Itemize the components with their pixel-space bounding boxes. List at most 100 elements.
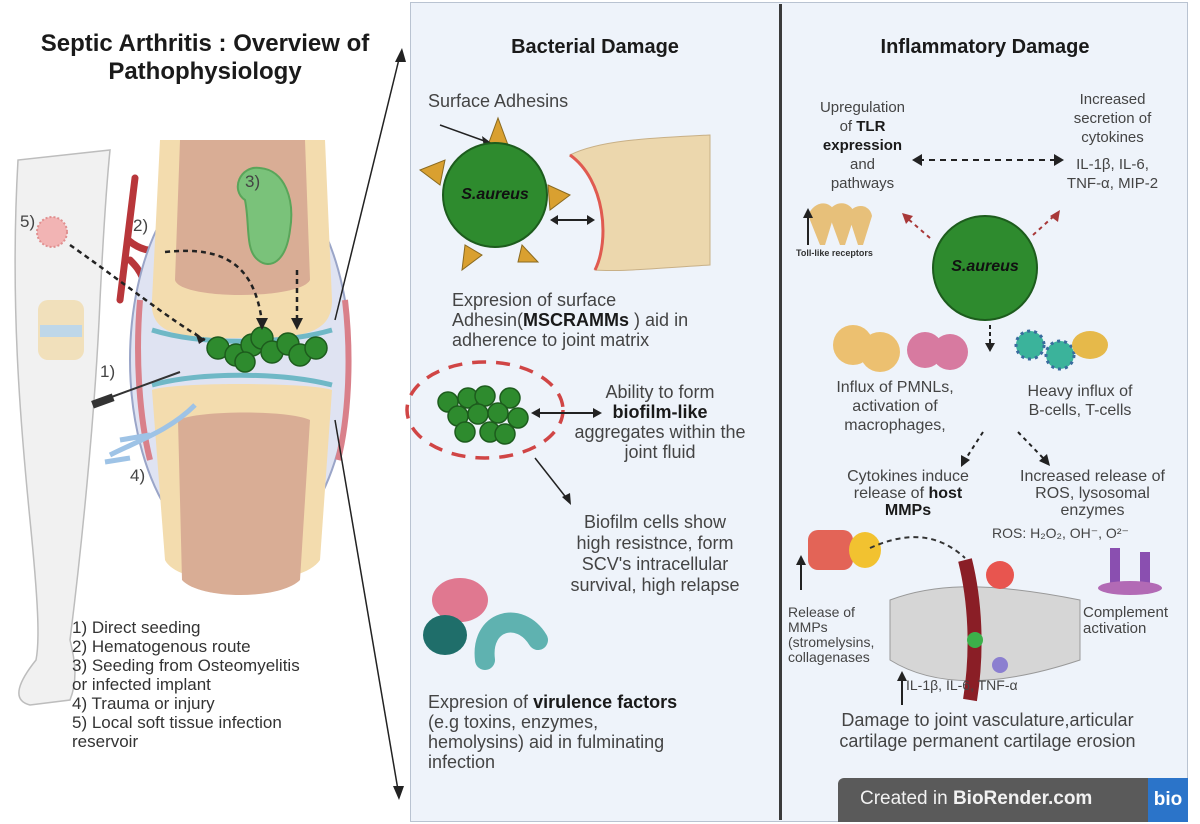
legend-item: 3) Seeding from Osteomyelitis bbox=[72, 656, 300, 675]
resistance-line: high resistnce, form bbox=[576, 533, 734, 553]
biofilm-boundary bbox=[405, 360, 565, 460]
pmnl-line: Influx of PMNLs, bbox=[836, 379, 954, 396]
label-3: 3) bbox=[245, 172, 261, 191]
biofilm-line: joint fluid bbox=[624, 442, 696, 462]
toll-like-receptor-icon bbox=[808, 203, 872, 245]
bacteria-cluster bbox=[206, 326, 328, 373]
bcell-description: Heavy influx of B-cells, T-cells bbox=[1010, 382, 1150, 420]
pmnl-line: macrophages, bbox=[844, 417, 946, 434]
label-4: 4) bbox=[130, 466, 146, 485]
bacterial-damage-heading: Bacterial Damage bbox=[511, 36, 679, 58]
adhesin-description: Expresion of surface Adhesin(MSCRAMMs ) … bbox=[452, 290, 688, 350]
biorender-watermark bbox=[838, 778, 1188, 822]
toll-like-label: Toll-like receptors bbox=[796, 248, 873, 258]
ros-line: ROS, lysosomal bbox=[1035, 485, 1150, 502]
tlr-line: of TLR bbox=[800, 117, 925, 136]
adhesin-line: Adhesin(MSCRAMMs ) aid in bbox=[452, 310, 688, 330]
damage-line: Damage to joint vasculature,articular bbox=[841, 710, 1134, 730]
s-aureus-label-inflammatory: S.aureus bbox=[951, 258, 1019, 275]
ros-formula: ROS: H₂O₂, OH⁻, O²⁻ bbox=[992, 525, 1129, 541]
virulence-line: (e.g toxins, enzymes, bbox=[428, 712, 599, 732]
biofilm-line: Ability to form bbox=[605, 382, 715, 402]
damage-line: cartilage permanent cartilage erosion bbox=[839, 731, 1136, 751]
label-1: 1) bbox=[100, 362, 116, 381]
resistance-description: Biofilm cells show high resistnce, form … bbox=[530, 512, 780, 596]
cytokine-line: secretion of bbox=[1073, 110, 1152, 127]
bcell-line: Heavy influx of bbox=[1027, 383, 1133, 400]
surface-adhesins-label: Surface Adhesins bbox=[428, 91, 569, 111]
complement-line: Complement bbox=[1083, 604, 1169, 621]
label-5: 5) bbox=[20, 212, 36, 231]
adhesin-spikes-icon bbox=[418, 116, 571, 272]
mscramms-term: MSCRAMMs bbox=[523, 310, 630, 330]
ros-line: Increased release of bbox=[1020, 468, 1165, 485]
mmp-protein-icon bbox=[808, 530, 881, 570]
release-mmps-line: collagenases bbox=[788, 649, 870, 665]
resistance-line: SCV's intracellular bbox=[581, 554, 729, 574]
legend-item: 5) Local soft tissue infection bbox=[72, 713, 282, 732]
complement-description: Complement activation bbox=[1083, 605, 1168, 637]
pointer-line-up bbox=[334, 54, 401, 321]
inflamed-joint-icon bbox=[889, 558, 1081, 702]
biofilm-term: biofilm-like bbox=[612, 402, 708, 422]
virulence-line: infection bbox=[428, 752, 496, 772]
route-arrows bbox=[69, 243, 299, 342]
cytokine-line: cytokines bbox=[1081, 129, 1144, 146]
adhesin-text: ) aid in bbox=[629, 310, 689, 330]
tlr-line: and bbox=[849, 156, 876, 173]
credit-brand: BioRender.com bbox=[952, 788, 1093, 809]
s-aureus-cell-inflammatory bbox=[932, 215, 1038, 321]
resistance-line: survival, high relapse bbox=[570, 575, 740, 595]
biofilm-description: Ability to form biofilm-like aggregates … bbox=[545, 382, 775, 462]
bcell-line: B-cells, T-cells bbox=[1028, 402, 1132, 419]
tlr-term: TLR bbox=[856, 118, 886, 135]
virulence-text: Expresion of bbox=[428, 692, 534, 712]
legend-item: or infected implant bbox=[72, 675, 211, 694]
lymphocyte-cells-icon bbox=[1014, 329, 1108, 371]
mmp-induction-description: Cytokines induce release of host MMPs bbox=[828, 468, 988, 519]
tlr-text: of bbox=[839, 118, 857, 135]
release-mmps-line: (stromelysins, bbox=[788, 634, 875, 650]
ros-line: enzymes bbox=[1060, 502, 1125, 519]
pmnl-line: activation of bbox=[852, 398, 938, 415]
knee-inset-icon bbox=[38, 300, 84, 360]
inflammatory-damage-heading: Inflammatory Damage bbox=[880, 36, 1090, 58]
virulence-description: Expresion of virulence factors (e.g toxi… bbox=[428, 692, 677, 772]
pointer-line-down bbox=[334, 419, 399, 791]
cytokine-line: Increased bbox=[1079, 91, 1146, 108]
complement-line: activation bbox=[1083, 620, 1147, 637]
damage-summary: Damage to joint vasculature,articular ca… bbox=[790, 710, 1185, 752]
page-title: Septic Arthritis : Overview of Pathophys… bbox=[40, 30, 370, 85]
legend-item: reservoir bbox=[72, 732, 139, 751]
tlr-line: pathways bbox=[830, 175, 895, 192]
biofilm-cluster bbox=[437, 385, 529, 445]
legend-item: 2) Hematogenous route bbox=[72, 637, 251, 656]
s-aureus-cell-bacterial bbox=[442, 142, 548, 248]
cytokine-description: Increased secretion of cytokines IL-1β, … bbox=[1045, 90, 1180, 193]
release-mmps-line: Release of bbox=[788, 604, 855, 620]
legend-item: 1) Direct seeding bbox=[72, 618, 201, 637]
complement-complex-icon bbox=[1098, 548, 1162, 595]
pmnl-description: Influx of PMNLs, activation of macrophag… bbox=[820, 378, 970, 435]
label-2: 2) bbox=[133, 216, 149, 235]
mmp-term: MMPs bbox=[884, 502, 932, 519]
biofilm-line: aggregates within the bbox=[574, 422, 746, 442]
legend-item: 4) Trauma or injury bbox=[72, 694, 215, 713]
mmp-line: release of host bbox=[828, 485, 988, 502]
virulence-protein-icon bbox=[423, 578, 548, 670]
adhesin-line: Expresion of surface bbox=[452, 290, 617, 310]
biorender-logo-icon[interactable]: bio bbox=[1148, 778, 1188, 822]
biorender-credit[interactable]: Created in BioRender.com bbox=[860, 788, 1092, 810]
leg-outline bbox=[14, 149, 111, 706]
tlr-line: Upregulation bbox=[819, 99, 906, 116]
mmp-text: release of bbox=[853, 485, 929, 502]
panel-divider bbox=[779, 4, 782, 820]
release-mmps-description: Release of MMPs (stromelysins, collagena… bbox=[788, 605, 874, 665]
resistance-line: Biofilm cells show bbox=[583, 512, 727, 532]
adhesin-text: Adhesin( bbox=[452, 310, 524, 330]
virulence-line: Expresion of virulence factors bbox=[428, 692, 677, 712]
mmp-line: Cytokines induce bbox=[847, 468, 969, 485]
virulence-term: virulence factors bbox=[533, 692, 678, 712]
infection-star-icon bbox=[36, 216, 68, 248]
mmp-term: host bbox=[928, 485, 963, 502]
